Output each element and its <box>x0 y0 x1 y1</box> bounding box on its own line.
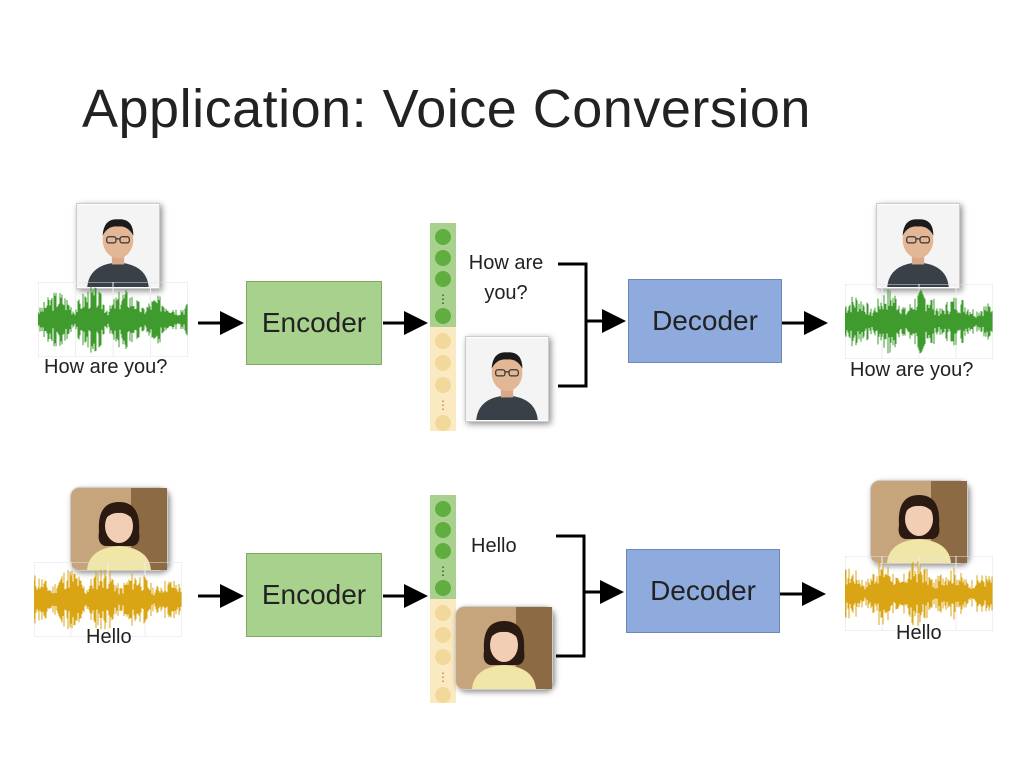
waveform-input-2 <box>34 562 182 637</box>
content-dot <box>435 250 451 266</box>
slide-title: Application: Voice Conversion <box>82 79 811 139</box>
waveform-input-1 <box>38 282 188 357</box>
decoder-label-2: Decoder <box>650 575 756 606</box>
latent-vector-2: ⋮ ⋮ <box>430 495 456 703</box>
speaker-dot <box>435 355 451 371</box>
content-text-2: Hello <box>471 535 517 557</box>
speaker-dot <box>435 415 451 431</box>
speaker-avatar-female-latent <box>455 606 553 690</box>
output-caption-1: How are you? <box>850 359 974 381</box>
waveform-output-2 <box>845 556 993 631</box>
encoder-label-1: Encoder <box>261 307 367 338</box>
bracket-merge-1 <box>558 262 588 388</box>
decoder-box-2: Decoder <box>626 549 780 633</box>
waveform-output-1 <box>845 284 993 359</box>
svg-text:⋮: ⋮ <box>437 292 449 306</box>
decoder-box-1: Decoder <box>628 279 782 363</box>
encoder-box-1: Encoder <box>246 281 382 365</box>
content-dot <box>435 543 451 559</box>
content-dot <box>435 271 451 287</box>
speaker-avatar-female-input <box>70 487 168 571</box>
speaker-dot <box>435 649 451 665</box>
input-caption-2: Hello <box>86 626 132 648</box>
speaker-avatar-male-input <box>76 203 160 289</box>
speaker-dot <box>435 333 451 349</box>
speaker-avatar-female-output <box>870 480 968 564</box>
decoder-label-1: Decoder <box>652 305 758 336</box>
speaker-avatar-male-output <box>876 203 960 289</box>
content-dot <box>435 229 451 245</box>
output-caption-2: Hello <box>896 622 942 644</box>
input-caption-1: How are you? <box>44 356 168 378</box>
encoder-label-2: Encoder <box>261 579 367 610</box>
content-dot <box>435 501 451 517</box>
svg-text:⋮: ⋮ <box>437 670 449 684</box>
speaker-dot <box>435 687 451 703</box>
speaker-avatar-male-latent <box>465 336 549 422</box>
content-dot <box>435 580 451 596</box>
content-text-1: How are you? <box>468 252 544 304</box>
content-dot <box>435 522 451 538</box>
bracket-merge-2 <box>556 534 586 658</box>
latent-vector-1: ⋮ ⋮ <box>430 223 456 431</box>
speaker-dot <box>435 377 451 393</box>
content-dot <box>435 308 451 324</box>
speaker-dot <box>435 627 451 643</box>
svg-text:⋮: ⋮ <box>437 398 449 412</box>
svg-text:⋮: ⋮ <box>437 564 449 578</box>
speaker-dot <box>435 605 451 621</box>
encoder-box-2: Encoder <box>246 553 382 637</box>
